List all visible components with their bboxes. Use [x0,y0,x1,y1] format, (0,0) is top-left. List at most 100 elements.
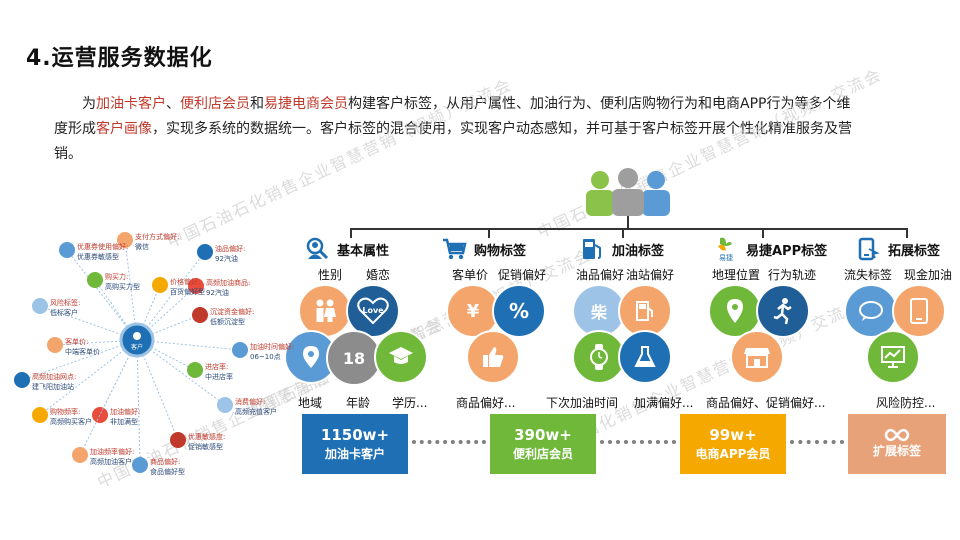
network-node [47,337,63,353]
metric-extended: 扩展标签 [848,414,946,474]
network-node-label: 沉淀资金偏好:低额沉淀型 [210,308,255,326]
network-node-label: 客单价:中端客单价 [65,338,100,356]
tag-station-pref: 油站偏好 [626,268,675,282]
highlight-ecommerce-member: 易捷电商会员 [264,96,348,112]
network-node [197,244,213,260]
metric-store-member: 390w+ 便利店会员 [490,414,596,474]
network-node [187,362,203,378]
tag-goods-pref: 商品偏好... [456,396,516,410]
metric-fuel-card: 1150w+ 加油卡客户 [302,414,408,474]
customer-network-diagram: 客户 支付方式偏好:微信优惠券使用偏好:优惠券敏感型 油品偏好:92汽油购买力:高… [0,210,294,485]
network-node [192,307,208,323]
dotted-connector [600,440,676,444]
love-heart-icon: Love [357,297,389,325]
tag-full-pref: 加满偏好... [634,396,694,410]
age-circle: 18 [326,330,382,386]
tag-region: 地域 [298,396,323,410]
network-node [59,242,75,258]
network-edge [66,249,138,341]
network-node-label: 高频加油商品:92汽油 [206,279,251,297]
network-node-label: 加油频率偏好:高频加油客户 [90,448,135,466]
category-ext: 拓展标签 [854,236,940,262]
network-node-label: 商品偏好:食品偏好型 [150,458,185,476]
metric-app-member: 99w+ 电商APP会员 [680,414,786,474]
gender-circle [298,284,352,338]
network-node [92,407,108,423]
category-basic: 基本属性 [303,236,389,262]
percent-circle: % [492,284,546,338]
network-node [87,272,103,288]
location-pin-icon [727,299,743,323]
graduation-cap-icon [389,347,413,364]
network-edge [79,339,138,456]
marriage-circle: Love [346,284,400,338]
tree-branch [350,228,908,230]
category-shopping: 购物标签 [440,236,526,262]
highlight-portrait: 客户画像 [96,121,152,137]
watch-icon [590,344,608,370]
network-edge [39,339,138,416]
thumb-circle [466,330,520,384]
tag-goods-promo: 商品偏好、促销偏好... [706,396,826,410]
highlight-store-member: 便利店会员 [180,96,250,112]
gas-station-icon [636,301,653,321]
network-node-label: 优惠敏感度:促销敏感型 [188,433,226,451]
dotted-connector [790,440,844,444]
couple-icon [316,299,336,322]
category-app: 易捷 易捷APP标签 [712,236,827,262]
network-node [217,397,233,413]
tag-education: 学历... [392,396,428,410]
store-circle [730,330,784,384]
network-node [170,432,186,448]
network-node-label: 支付方式偏好:微信 [135,233,180,251]
category-fuel: 加油标签 [578,236,664,262]
network-node-label: 高频加油网点:建飞阳加油站 [32,373,77,391]
network-edge [136,314,201,341]
tag-next-time: 下次加油时间 [546,396,619,410]
tag-location: 地理位置 [712,268,761,282]
yijie-logo-icon: 易捷 [712,236,740,262]
full-tank-circle [618,330,672,384]
person-search-icon [303,236,331,262]
network-center-label: 客户 [131,343,143,351]
tag-age: 年龄 [346,396,371,410]
svg-text:易捷: 易捷 [719,253,733,262]
network-edge [136,339,196,371]
dotted-connector [412,440,486,444]
tag-risk: 风险防控... [876,396,936,410]
tree-trunk [627,216,629,228]
education-circle [374,330,428,384]
tag-promo-pref: 促销偏好 [498,268,547,282]
network-node-label: 优惠券使用偏好:优惠券敏感型 [77,243,129,261]
intro-paragraph: 为加油卡客户、便利店会员和易捷电商会员构建客户标签，从用户属性、加油行为、便利店… [54,96,852,162]
network-node [152,277,168,293]
shopping-cart-icon [440,236,468,262]
network-node-label: 价格偏好:百货偏好型 [170,278,205,296]
network-node-label: 加油偏好:非加满型 [110,408,141,426]
network-node [32,407,48,423]
highlight-fuel-card: 加油卡客户 [96,96,166,112]
network-lines: 客户 [14,232,248,473]
risk-circle [866,330,920,384]
network-node-label: 油品偏好:92汽油 [215,245,246,263]
network-node [72,447,88,463]
network-node-label: 风险标签:低标客户 [50,299,81,317]
thumbs-up-icon [483,347,504,367]
chat-bubble-icon [859,301,883,321]
person-icon [133,332,141,340]
svg-text:Love: Love [362,306,384,315]
network-edge [136,251,206,341]
tag-marriage: 婚恋 [366,268,391,282]
network-node [188,278,204,294]
tag-track: 行为轨迹 [768,268,817,282]
yen-circle: ¥ [446,284,500,338]
storefront-icon [744,348,770,368]
slide-title: 4.运营服务数据化 [26,46,213,71]
map-pin-icon [303,346,319,368]
tag-cash: 现金加油 [904,268,953,282]
track-circle [756,284,810,338]
network-node-label: 购买力:高购买力型 [105,273,140,291]
people-group-icon [586,168,670,216]
phone-tap-icon [854,236,882,262]
network-node [232,342,248,358]
